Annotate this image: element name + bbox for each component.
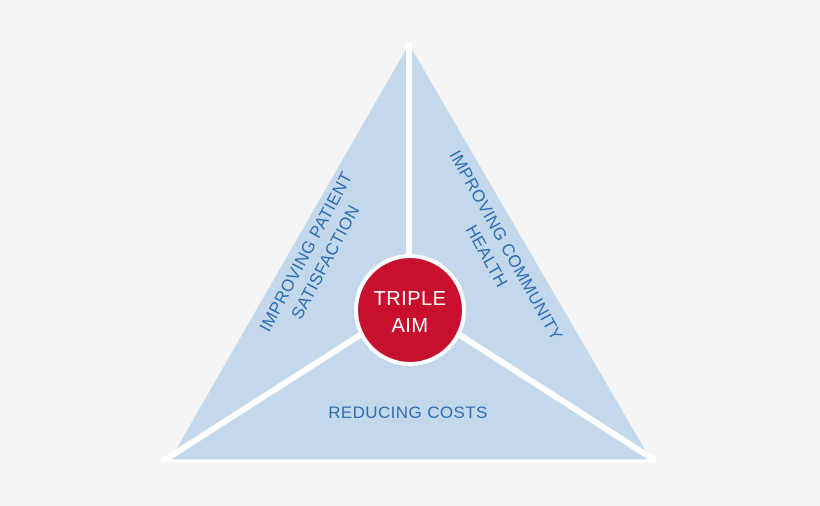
- divider-bottom-left: [161, 327, 370, 464]
- center-label-line2: AIM: [391, 315, 428, 337]
- center-circle-fill: [358, 258, 462, 362]
- center-label-line1: TRIPLE: [373, 288, 446, 310]
- divider-bottom-right: [450, 327, 658, 464]
- bottom-section-label: REDUCING COSTS: [328, 403, 488, 422]
